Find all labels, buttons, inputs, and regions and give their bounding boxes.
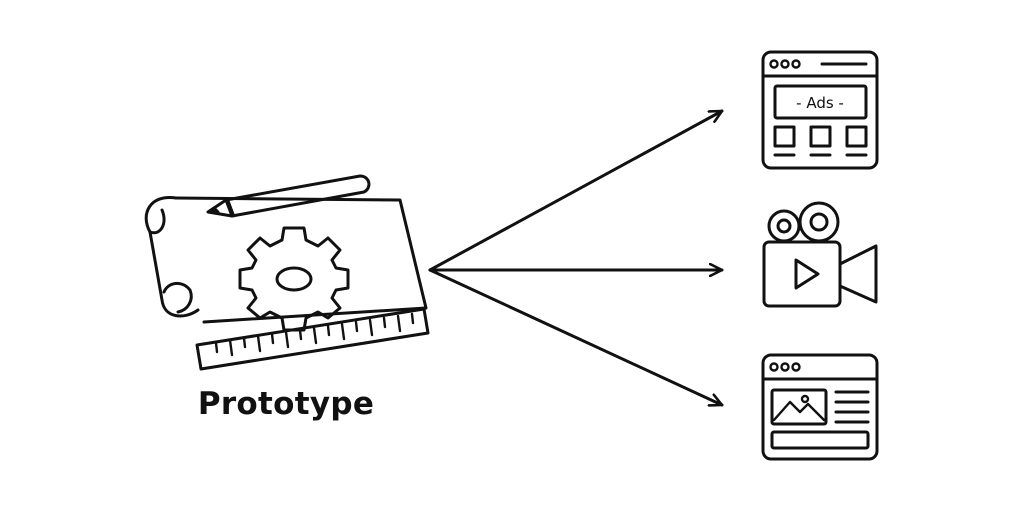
blueprint-icon [144,174,430,371]
ruler-icon [195,307,430,371]
ads-webpage-icon: - Ads - [761,50,879,170]
ads-banner-text: - Ads - [796,94,844,112]
image-webpage-icon [761,353,879,461]
play-icon [794,258,820,290]
arrow-to-ads-webpage [428,109,724,272]
mountain-icon [772,400,826,422]
prototype-label: Prototype [197,386,375,422]
video-camera-icon [762,201,878,308]
pencil-icon [206,174,371,218]
arrow-to-image-webpage [428,268,724,405]
gear-icon [238,226,350,332]
arrows [428,109,724,405]
